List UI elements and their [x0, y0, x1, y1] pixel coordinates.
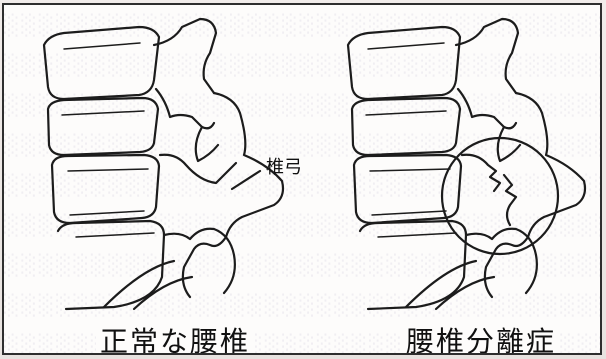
vertebral-body-1	[348, 27, 460, 99]
endplate-line	[368, 43, 444, 49]
vertebral-arch-label: 椎弓	[266, 153, 302, 179]
pars-defect-upper	[462, 155, 500, 191]
spinous-process-lower	[485, 237, 528, 297]
spinous-process-top	[456, 19, 518, 93]
figure-frame: ░░░░░░░░░░░░░░░░░░░░░░░░░░░░░░░░░░░░░░░░…	[2, 3, 602, 355]
endplate-line	[76, 233, 154, 237]
endplate-line	[366, 111, 446, 115]
spinous-process-lower	[183, 237, 226, 297]
endplate-line	[62, 111, 144, 115]
endplate-line	[372, 211, 446, 215]
endplate-line	[370, 169, 450, 171]
facet-joint	[196, 127, 218, 161]
spinous-process-top	[154, 19, 216, 93]
facet-joint	[498, 127, 520, 161]
pedicle-upper	[458, 89, 516, 128]
pars-defect-lower	[504, 175, 516, 225]
normal-lumbar-caption: 正常な腰椎	[96, 320, 254, 355]
vertebral-body-1	[44, 27, 159, 99]
vertebral-body-2	[48, 98, 158, 155]
arch-label-leader	[232, 171, 260, 189]
vertebral-body-2	[352, 98, 460, 155]
spondylolysis-spine	[348, 19, 585, 309]
spine-illustration	[4, 5, 602, 355]
endplate-line	[70, 211, 144, 215]
pedicle-upper	[156, 89, 214, 128]
spondylolysis-caption: 腰椎分離症	[402, 320, 560, 355]
normal-lumbar-spine	[44, 19, 283, 309]
endplate-line	[68, 169, 148, 171]
separated-arch	[516, 93, 585, 237]
endplate-line	[64, 43, 140, 49]
endplate-line	[378, 233, 456, 237]
